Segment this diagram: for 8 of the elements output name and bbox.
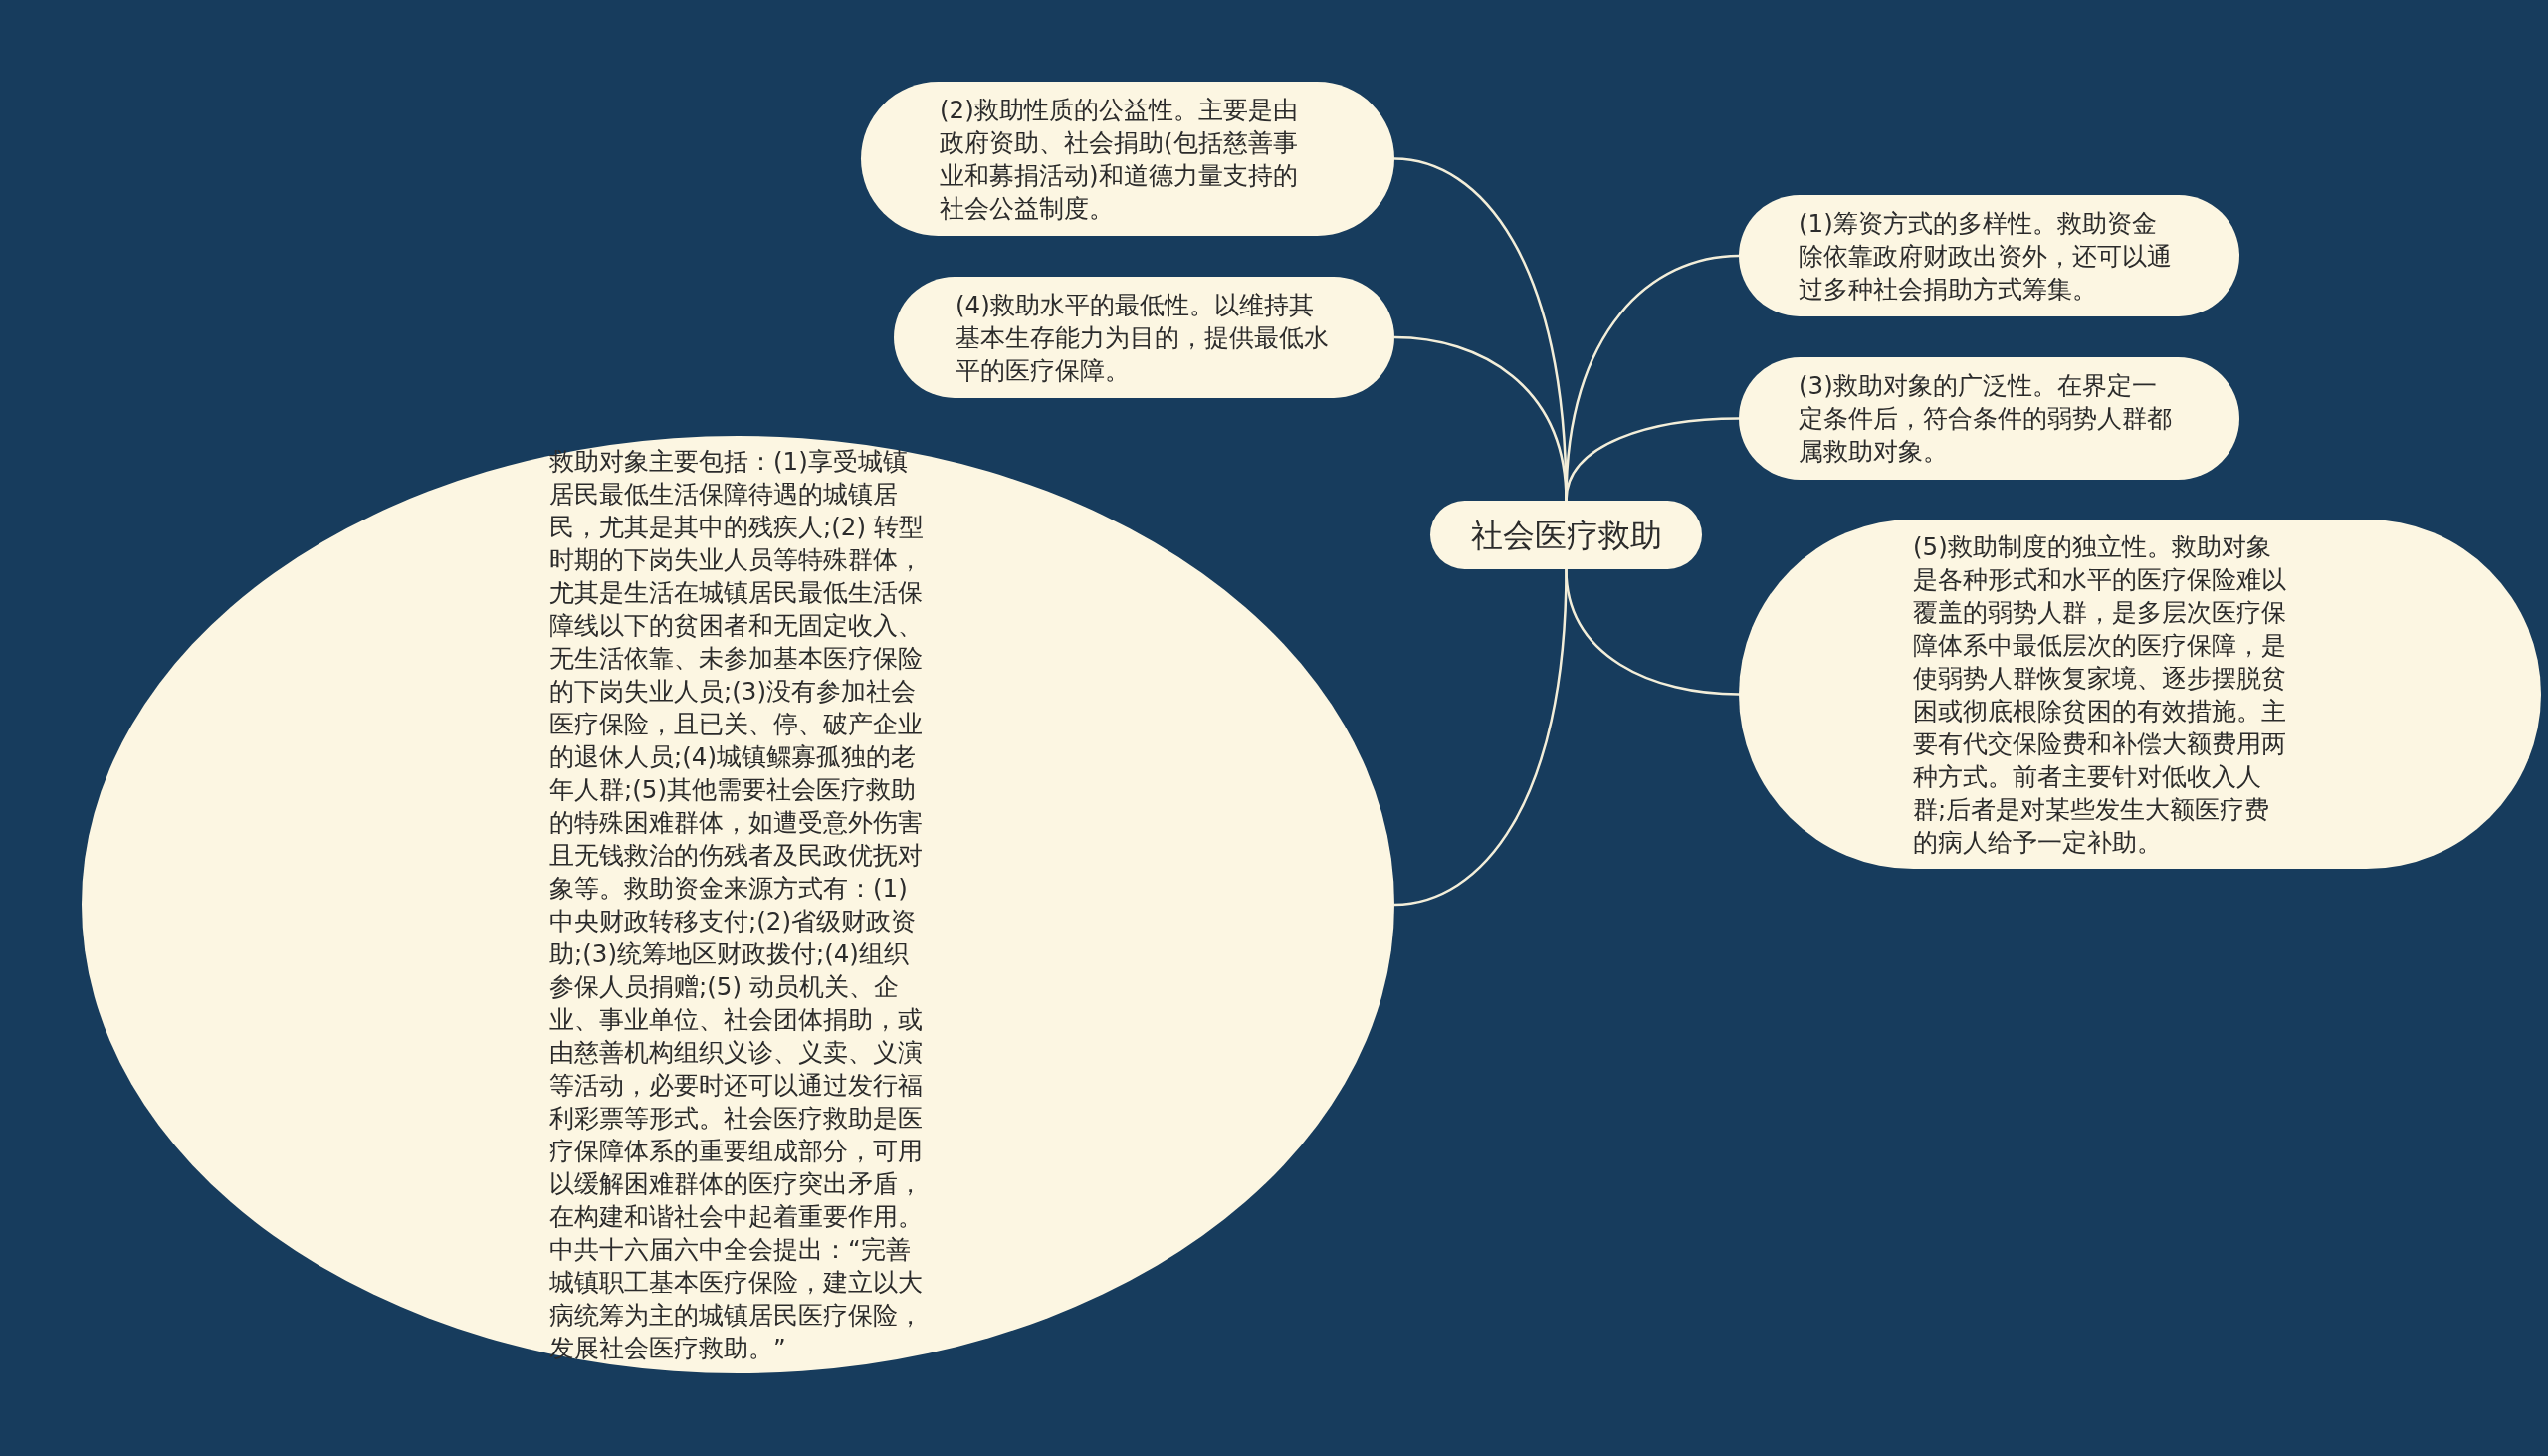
branch-line (1393, 568, 1568, 907)
topic-text: (2)救助性质的公益性。主要是由政府资助、社会捐助(包括慈善事业和募捐活动)和道德力量支持的社会公益制度。 (940, 94, 1299, 225)
topic-text: (4)救助水平的最低性。以维持其基本生存能力为目的，提供最低水平的医疗保障。 (956, 289, 1330, 387)
topic-text: 救助对象主要包括：(1)享受城镇居民最低生活保障待遇的城镇居民，尤其是其中的残疾人;(2) 转型时期的下岗失业人员等特殊群体，尤其是生活在城镇居民最低生活保障线以下的贫困者和无固定收入、无生活依靠、未参加基本医疗保险的下岗失业人员;(3)没有参加社会医疗保险，且已关、停、破产企业的退休人员;(4)城镇鳏寡孤独的老年人群;(5)其他需要社会医疗救助的特殊困难群体，如遭受意外伤害且无钱救治的伤残者及民政优抚对象等。救助资金来源方式有：(1)中央财政转移支付;(2)省级财政资助;(3)统筹地区财政拨付;(4)组织参保人员捐赠;(5) 动员机关、企业、事业单位、社会团体捐助，或由慈善机构组织义诊、义卖、义演等活动，必要时还可以通过发行福利彩票等形式。社会医疗救助是医疗保障体系的重要组成部分，可用以缓解困难群体的医疗突出矛盾，在构建和谐社会中起着重要作用。中共十六届六中全会提出：“完善城镇职工基本医疗保险，建立以大病统筹为主的城镇居民医疗保险，发展社会医疗救助。” (549, 446, 925, 1364)
topic-text: (3)救助对象的广泛性。在界定一定条件后，符合条件的弱势人群都属救助对象。 (1799, 370, 2173, 468)
topic-text: (1)筹资方式的多样性。救助资金除依靠政府财政出资外，还可以通过多种社会捐助方式筹集。 (1799, 207, 2173, 306)
topic-title: 社会医疗救助 (1470, 515, 1662, 555)
topic-text: (5)救助制度的独立性。救助对象是各种形式和水平的医疗保险难以覆盖的弱势人群，是多层次医疗保障体系中最低层次的医疗保障，是使弱势人群恢复家境、逐步摆脱贫困或彻底根除贫困的有效措施。主要有代交保险费和补偿大额费用两种方式。前者主要针对低收入人群;后者是对某些发生大额医疗费的病人给予一定补助。 (1913, 530, 2287, 859)
